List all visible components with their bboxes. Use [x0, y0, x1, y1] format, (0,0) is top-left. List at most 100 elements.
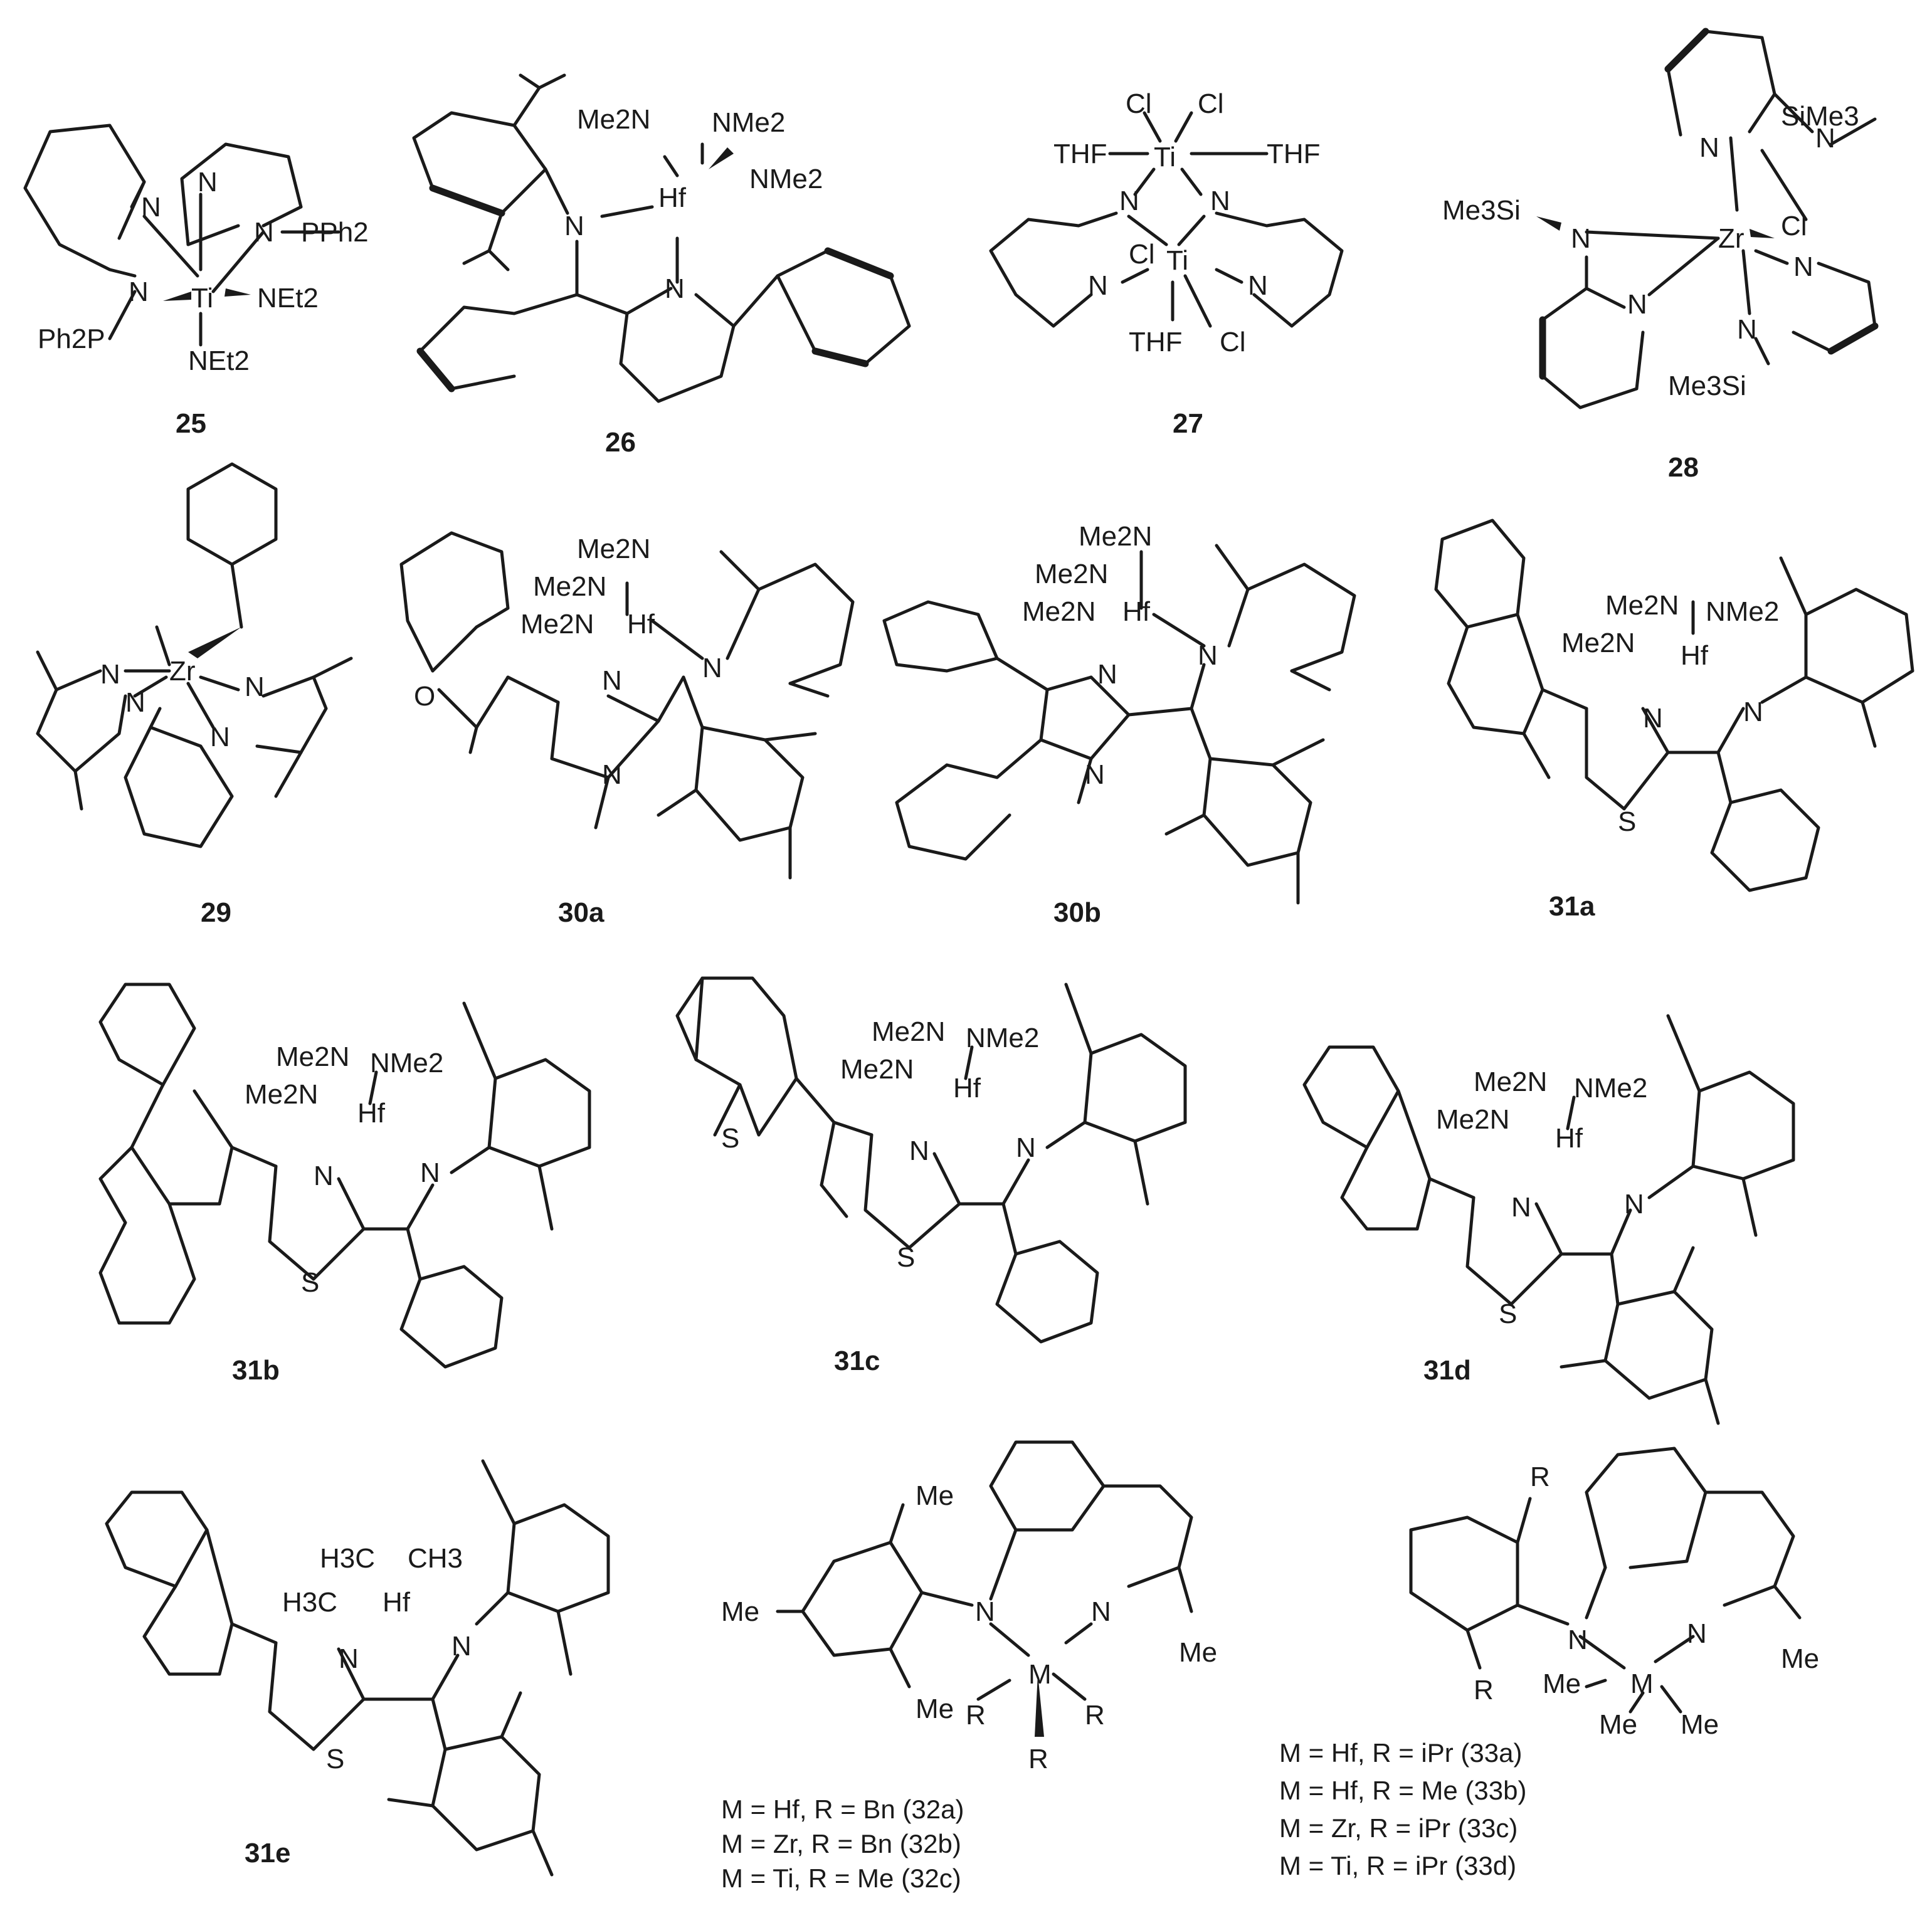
atom-n: N: [1571, 223, 1591, 254]
compound-30b: Me2N Me2N Me2N Hf N N N 30b: [882, 521, 1356, 928]
atom-n: N: [339, 1643, 359, 1674]
atom-n: N: [975, 1596, 995, 1627]
compound-label: 29: [201, 897, 231, 928]
atom-r: R: [1085, 1700, 1105, 1731]
atom-cl: Cl: [1129, 239, 1155, 270]
atom-nme2: NMe2: [712, 107, 785, 138]
atom-s: S: [721, 1123, 739, 1154]
atom-cl: Cl: [1126, 88, 1152, 119]
atom-n: N: [1793, 251, 1813, 282]
atom-ti: Ti: [1154, 142, 1176, 172]
atom-n: N: [451, 1631, 472, 1662]
atom-n: N: [1687, 1618, 1707, 1649]
atom-n: N: [1198, 640, 1218, 671]
atom-me2n: Me2N: [245, 1079, 318, 1110]
atom-n: N: [254, 217, 274, 248]
atom-s: S: [1499, 1299, 1517, 1329]
atom-me3si: Me3Si: [1668, 371, 1746, 401]
atom-me3si: Me3Si: [1442, 195, 1521, 226]
atom-n: N: [1568, 1625, 1588, 1655]
atom-me2n: Me2N: [1035, 559, 1108, 589]
atom-n: N: [1699, 132, 1719, 163]
atom-me2n: Me2N: [1474, 1067, 1547, 1097]
compound-label: 26: [605, 427, 636, 458]
atom-pph2: PPh2: [301, 217, 369, 248]
atom-n: N: [125, 687, 145, 718]
compound-label: 31c: [834, 1346, 880, 1376]
atom-n: N: [564, 211, 584, 241]
atom-thf: THF: [1129, 327, 1183, 357]
atom-n: N: [1624, 1189, 1644, 1220]
atom-n: N: [1737, 314, 1757, 345]
atom-me2n: Me2N: [577, 104, 650, 135]
atom-n: N: [1091, 1596, 1111, 1627]
atom-hf: Hf: [1122, 596, 1151, 627]
atom-nme2: NMe2: [1706, 596, 1779, 627]
atom-s: S: [897, 1242, 915, 1273]
legend-line: M = Zr, R = iPr (33c): [1279, 1813, 1518, 1843]
compound-label: 28: [1668, 452, 1699, 483]
compound-label: 30b: [1053, 897, 1101, 928]
legend-line: M = Zr, R = Bn (32b): [721, 1829, 961, 1858]
atom-zr: Zr: [1718, 223, 1745, 254]
legend-line: M = Hf, R = iPr (33a): [1279, 1738, 1522, 1768]
compound-31d: Me2N Me2N NMe2 Hf N N S 31d: [1302, 1014, 1795, 1425]
atom-n: N: [198, 167, 218, 198]
legend-line: M = Hf, R = Me (33b): [1279, 1776, 1526, 1805]
compound-label: 27: [1173, 408, 1203, 439]
atom-me: Me: [1599, 1709, 1637, 1740]
atom-n: N: [100, 659, 120, 690]
legend-line: M = Hf, R = Bn (32a): [721, 1794, 964, 1824]
atom-n: N: [702, 653, 722, 683]
atom-cl: Cl: [1198, 88, 1224, 119]
atom-r: R: [1474, 1675, 1494, 1705]
atom-s: S: [326, 1744, 344, 1774]
atom-zr: Zr: [169, 656, 196, 687]
legend-line: M = Ti, R = Me (32c): [721, 1863, 961, 1893]
compound-31c: Me2N Me2N NMe2 Hf N N S S 31c: [675, 976, 1187, 1376]
atom-n: N: [1097, 659, 1117, 690]
atom-sime3: SiMe3: [1781, 101, 1859, 132]
atom-n: N: [909, 1136, 929, 1166]
atom-n: N: [141, 192, 161, 223]
atom-me: Me: [1543, 1668, 1581, 1699]
atom-ch3: CH3: [408, 1543, 463, 1574]
atom-n: N: [1016, 1132, 1036, 1163]
compound-29: N Zr N N N 29: [36, 462, 353, 928]
atom-net2: NEt2: [257, 283, 319, 314]
compound-label: 31a: [1549, 891, 1595, 922]
atom-h3c: H3C: [320, 1543, 375, 1574]
atom-r: R: [1530, 1462, 1550, 1492]
atom-n: N: [420, 1157, 440, 1188]
atom-h3c: H3C: [282, 1587, 337, 1618]
atom-nme2: NMe2: [1574, 1073, 1647, 1104]
compound-label: 31d: [1423, 1355, 1471, 1386]
atom-n: N: [1627, 289, 1647, 320]
atom-nme2: NMe2: [966, 1023, 1039, 1053]
atom-nme2: NMe2: [370, 1048, 443, 1078]
compound-26: Me2N NMe2 NMe2 Hf N N 26: [412, 73, 911, 458]
atom-me: Me: [1781, 1643, 1819, 1674]
atom-me: Me: [916, 1480, 954, 1511]
atom-n: N: [129, 277, 149, 307]
atom-n: N: [602, 665, 622, 696]
atom-n: N: [1511, 1192, 1531, 1223]
atom-me2n: Me2N: [1079, 521, 1152, 552]
atom-me2n: Me2N: [1561, 628, 1635, 658]
atom-me2n: Me2N: [520, 609, 594, 640]
atom-o: O: [414, 681, 435, 712]
atom-ph2p: Ph2P: [38, 324, 105, 354]
atom-hf: Hf: [658, 182, 687, 213]
atom-m: M: [1028, 1659, 1052, 1690]
atom-hf: Hf: [357, 1098, 386, 1129]
atom-n: N: [1088, 270, 1108, 301]
atom-me2n: Me2N: [1605, 590, 1679, 621]
atom-hf: Hf: [953, 1073, 981, 1104]
atom-cl: Cl: [1220, 327, 1246, 357]
atom-n: N: [665, 273, 685, 304]
compound-31a: Me2N Me2N NMe2 Hf N N S 31a: [1434, 519, 1914, 922]
atom-hf: Hf: [1555, 1123, 1583, 1154]
atom-n: N: [602, 759, 622, 790]
atom-n: N: [1643, 703, 1663, 734]
